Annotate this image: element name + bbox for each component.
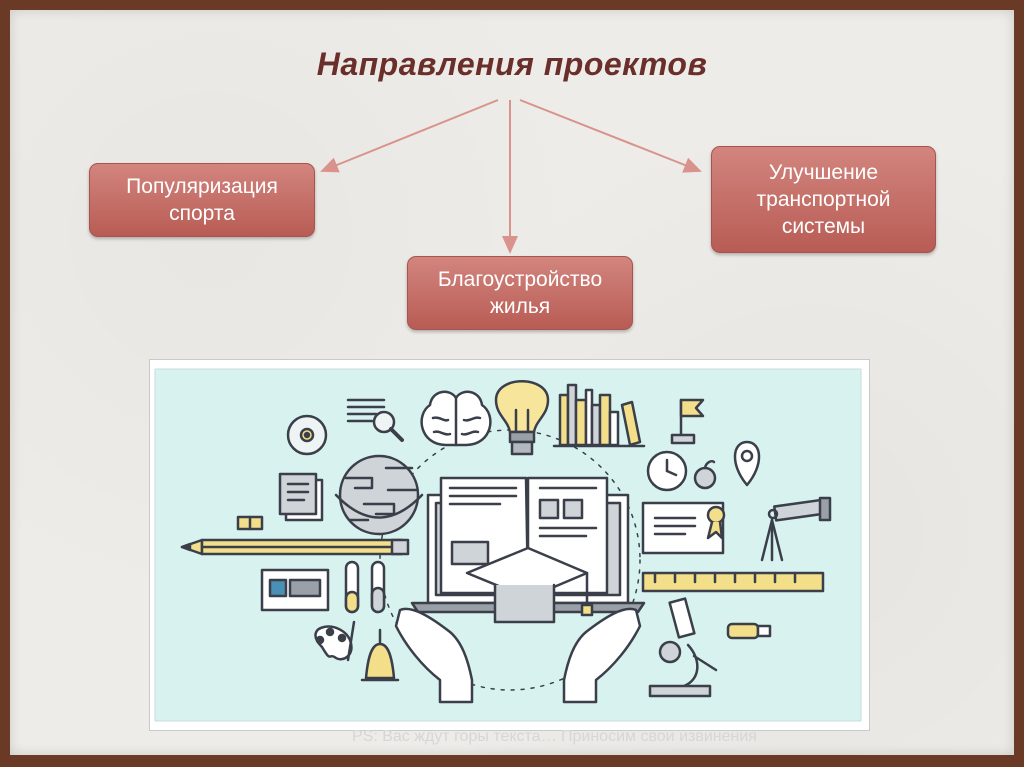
bell-icon <box>360 628 400 682</box>
pencil-icon <box>180 538 410 556</box>
clock-icon <box>646 450 688 492</box>
arrow-to-sport <box>320 99 499 173</box>
hands-icon <box>394 607 642 704</box>
flag-icon <box>670 398 705 445</box>
direction-box-sport: Популяризация спорта <box>89 163 315 237</box>
slide-title: Направления проектов <box>316 46 708 82</box>
calculator-icon <box>260 568 330 612</box>
apple-icon <box>693 460 717 490</box>
direction-box-housing: Благоустройство жилья <box>407 256 633 330</box>
ruler-icon <box>641 571 825 593</box>
direction-label-housing: Благоустройство жилья <box>437 268 603 318</box>
education-illustration <box>149 359 870 731</box>
palette-icon <box>314 620 356 662</box>
direction-label-sport: Популяризация спорта <box>126 175 278 225</box>
binder-icon <box>278 472 324 522</box>
footnote: PS: Вас ждут горы текста… Приносим свои … <box>352 728 757 745</box>
brain-icon <box>420 390 492 447</box>
globe-icon <box>334 454 424 536</box>
usb-drive-icon <box>726 622 772 640</box>
microscope-icon <box>648 597 718 698</box>
certificate-icon <box>641 501 726 555</box>
test-tubes-icon <box>344 560 386 614</box>
lightbulb-icon <box>494 380 550 456</box>
direction-label-transport: Улучшение транспортной системы <box>756 161 891 238</box>
arrow-to-transport <box>519 99 702 173</box>
graduation-cap-icon <box>465 546 594 624</box>
direction-box-transport: Улучшение транспортной системы <box>711 146 936 253</box>
eraser-icon <box>236 515 264 531</box>
books-icon <box>552 383 646 448</box>
disc-icon <box>286 414 328 456</box>
telescope-icon <box>760 496 832 562</box>
document-magnifier-icon <box>346 398 404 442</box>
location-pin-icon <box>733 440 761 487</box>
